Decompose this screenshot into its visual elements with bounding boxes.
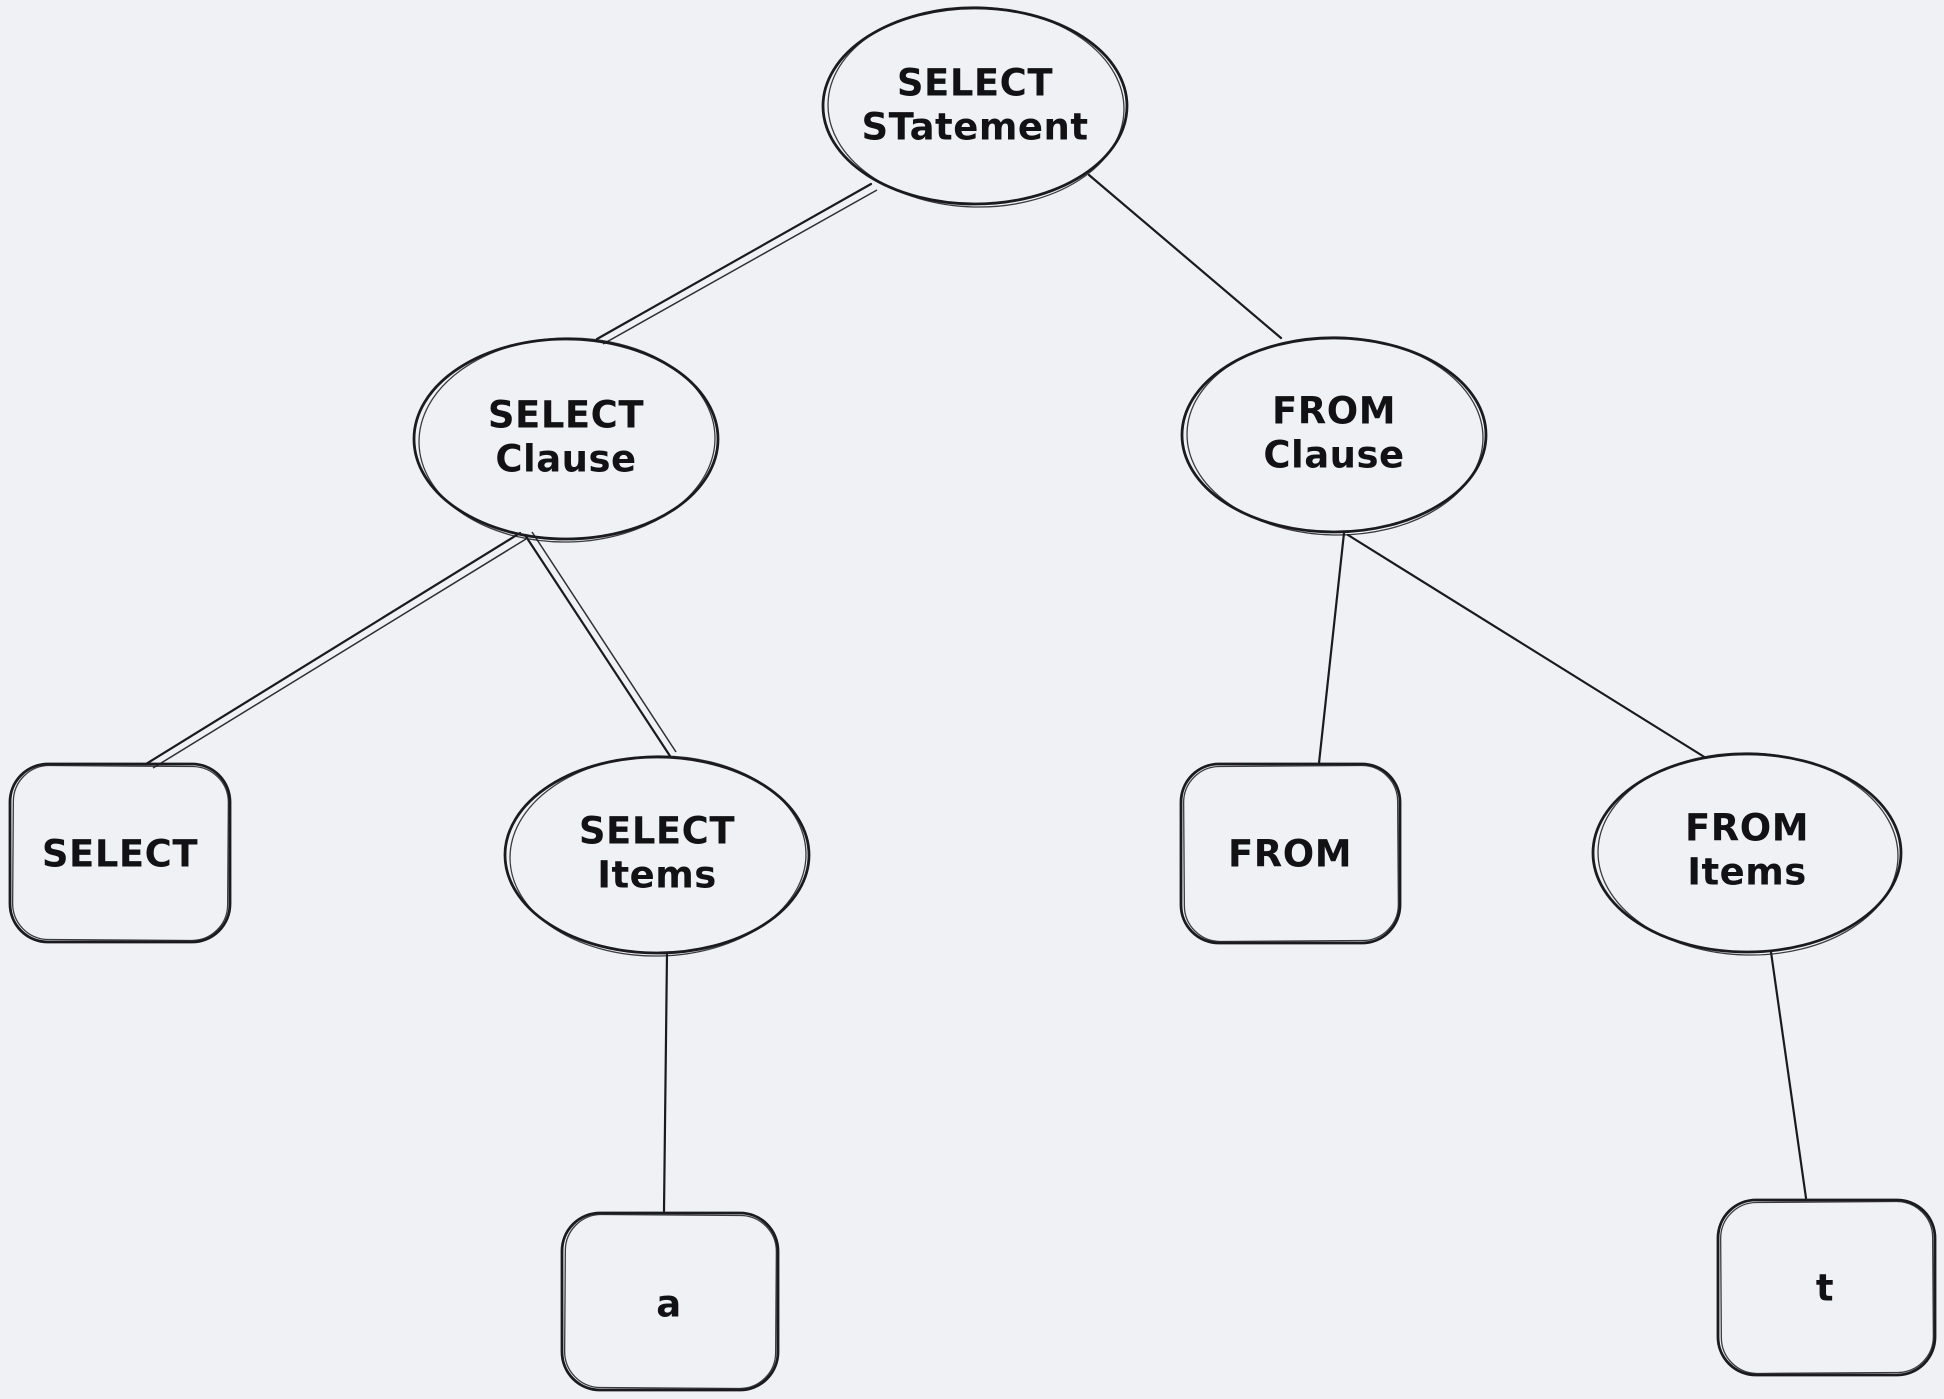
node-select-keyword-sketch-stroke (11, 764, 230, 942)
node-item-a-shape (560, 1211, 780, 1392)
edge-select-statement-to-select-clause (595, 182, 878, 345)
node-from-clause-label-line1: FROM (1272, 390, 1396, 433)
node-item-a-label: a (656, 1283, 681, 1326)
node-from-clause-label-line2: Clause (1263, 434, 1404, 477)
node-select-items-label-line2: Items (597, 854, 717, 897)
node-item-a-sketch-stroke (563, 1213, 777, 1390)
node-select-items-sketch-stroke (509, 755, 807, 957)
node-select-statement: SELECT STatement (821, 6, 1129, 208)
node-item-t: t (1716, 1198, 1937, 1377)
node-select-statement-label-line1: SELECT (897, 62, 1053, 105)
edge-select-statement-to-from-clause (1087, 173, 1283, 340)
edge-from-clause-to-from-items (1346, 533, 1708, 760)
node-from-items: FROM Items (1591, 752, 1903, 956)
edge-from-clause-to-from-keyword (1317, 531, 1346, 765)
node-from-keyword-shape (1179, 762, 1402, 945)
node-item-t-label: t (1816, 1267, 1834, 1310)
node-select-clause-shape (412, 337, 720, 541)
node-from-items-shape (1591, 752, 1903, 954)
node-from-clause: FROM Clause (1180, 336, 1488, 536)
node-select-statement-shape (821, 6, 1129, 206)
node-select-clause-sketch-stroke (418, 337, 716, 543)
node-from-clause-shape (1180, 336, 1488, 534)
node-select-items-label-line1: SELECT (579, 810, 735, 853)
edge-from-items-to-item-t (1769, 950, 1808, 1200)
edges-layer (144, 173, 1808, 1213)
node-from-keyword-sketch-stroke (1182, 764, 1400, 943)
edge-select-clause-to-select-keyword (144, 531, 527, 769)
node-select-keyword-label: SELECT (42, 833, 198, 876)
node-item-t-sketch-stroke (1720, 1200, 1934, 1375)
node-select-statement-label-line2: STatement (861, 106, 1088, 149)
node-select-keyword-shape (8, 762, 232, 944)
node-from-keyword-label: FROM (1228, 833, 1352, 876)
node-from-clause-sketch-stroke (1186, 336, 1484, 536)
edge-select-items-to-item-a (662, 951, 669, 1213)
node-select-keyword: SELECT (8, 762, 232, 944)
node-from-items-label-line2: Items (1687, 851, 1807, 894)
node-select-clause: SELECT Clause (412, 337, 720, 543)
node-from-keyword: FROM (1179, 762, 1402, 945)
node-item-t-shape (1716, 1198, 1937, 1377)
node-select-clause-label-line1: SELECT (488, 394, 644, 437)
node-select-items: SELECT Items (503, 755, 811, 957)
node-from-items-sketch-stroke (1597, 752, 1899, 956)
node-from-items-label-line1: FROM (1685, 807, 1809, 850)
node-item-a: a (560, 1211, 780, 1392)
node-select-items-shape (503, 755, 811, 955)
edge-select-clause-to-select-items (523, 531, 677, 758)
node-select-clause-label-line2: Clause (495, 438, 636, 481)
node-select-statement-sketch-stroke (827, 6, 1125, 208)
